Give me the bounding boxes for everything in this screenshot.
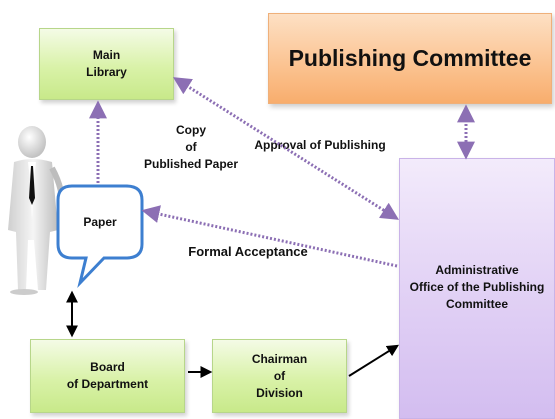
paper-label: Paper <box>83 215 117 229</box>
person-icon <box>8 126 66 295</box>
chairman-office-arrow <box>348 344 400 377</box>
administrative-office-box: Administrative Office of the Publishing … <box>399 158 555 419</box>
board-of-department-box: Board of Department <box>30 339 185 413</box>
paper-speech-bubble <box>56 184 144 289</box>
formal-acceptance-label: Formal Acceptance <box>188 244 308 259</box>
formal-acceptance-arrow <box>141 205 398 268</box>
chairman-of-division-box: Chairman of Division <box>212 339 347 413</box>
approval-arrow <box>172 77 400 220</box>
main-library-box: Main Library <box>39 28 174 100</box>
